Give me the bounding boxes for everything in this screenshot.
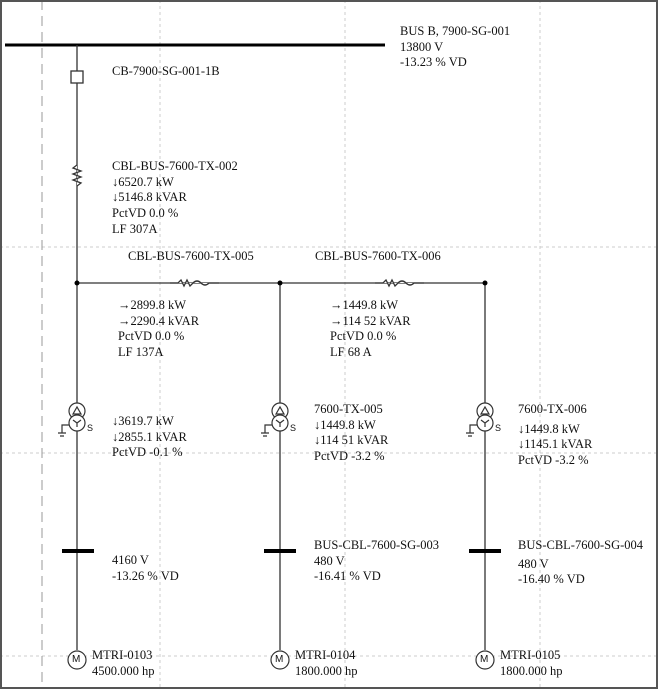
tx1-s-label: S bbox=[87, 423, 94, 433]
motor1-symbol: M bbox=[72, 654, 81, 665]
transformer-icon[interactable] bbox=[466, 402, 494, 437]
transformer-icon[interactable] bbox=[261, 402, 289, 437]
tx2-s-label: S bbox=[290, 423, 297, 433]
breaker-label: CB-7900-SG-001-1B bbox=[112, 64, 220, 78]
tx3-s-label: S bbox=[495, 423, 502, 433]
breaker-symbol[interactable] bbox=[70, 70, 84, 84]
cable-tx005-name: CBL-BUS-7600-TX-005 bbox=[128, 249, 254, 263]
cable-tx006-symbol[interactable] bbox=[375, 278, 424, 288]
motor-icon[interactable] bbox=[270, 650, 290, 670]
cable-tx006-name: CBL-BUS-7600-TX-006 bbox=[315, 249, 441, 263]
cable-main-label: CBL-BUS-7600-TX-002↓6520.7 kW↓5146.8 kVA… bbox=[112, 159, 238, 236]
cable-tx005-symbol[interactable] bbox=[170, 278, 219, 288]
bus1-label: 4160 V-13.26 % VD bbox=[112, 553, 179, 583]
motor-icon[interactable] bbox=[67, 650, 87, 670]
motor2-symbol: M bbox=[275, 654, 284, 665]
motor3-symbol: M bbox=[480, 654, 489, 665]
motor-icon[interactable] bbox=[475, 650, 495, 670]
cable-main-symbol[interactable] bbox=[71, 164, 83, 187]
transformer-icon[interactable] bbox=[58, 402, 86, 437]
